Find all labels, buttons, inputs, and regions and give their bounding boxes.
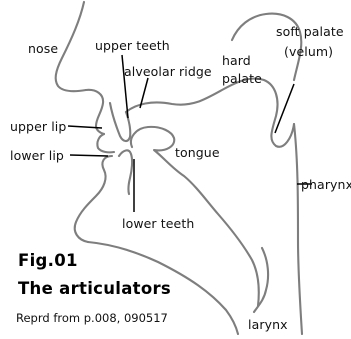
lower-teeth-outline [119, 150, 132, 194]
label-hard-palate-line1: hard [222, 53, 251, 68]
label-nose: nose [28, 41, 58, 56]
lower-lip-chin-outline [75, 156, 112, 242]
label-larynx: larynx [248, 317, 288, 332]
figure-title: The articulators [18, 279, 171, 298]
figure-credit: Reprd from p.008, 090517 [16, 311, 168, 325]
label-upper-lip: upper lip [10, 119, 66, 134]
upper-lip-outline [97, 134, 114, 152]
label-tongue: tongue [175, 145, 220, 160]
label-pharynx: pharynx [301, 177, 351, 192]
forehead-nose-profile [56, 2, 86, 91]
label-lower-teeth: lower teeth [122, 216, 194, 231]
palate-outline [126, 78, 294, 146]
larynx-outline [254, 248, 268, 312]
label-upper-teeth: upper teeth [95, 38, 170, 53]
label-soft-palate-line1: soft palate [276, 24, 344, 39]
label-alveolar-ridge: alveolar ridge [124, 64, 212, 79]
label-soft-palate-line2: (velum) [284, 44, 333, 59]
lower-lip-pointer [70, 155, 108, 156]
label-hard-palate-line2: palate [222, 71, 262, 86]
figure-number: Fig.01 [18, 251, 78, 270]
pharynx-wall [294, 124, 302, 334]
label-lower-lip: lower lip [10, 148, 64, 163]
